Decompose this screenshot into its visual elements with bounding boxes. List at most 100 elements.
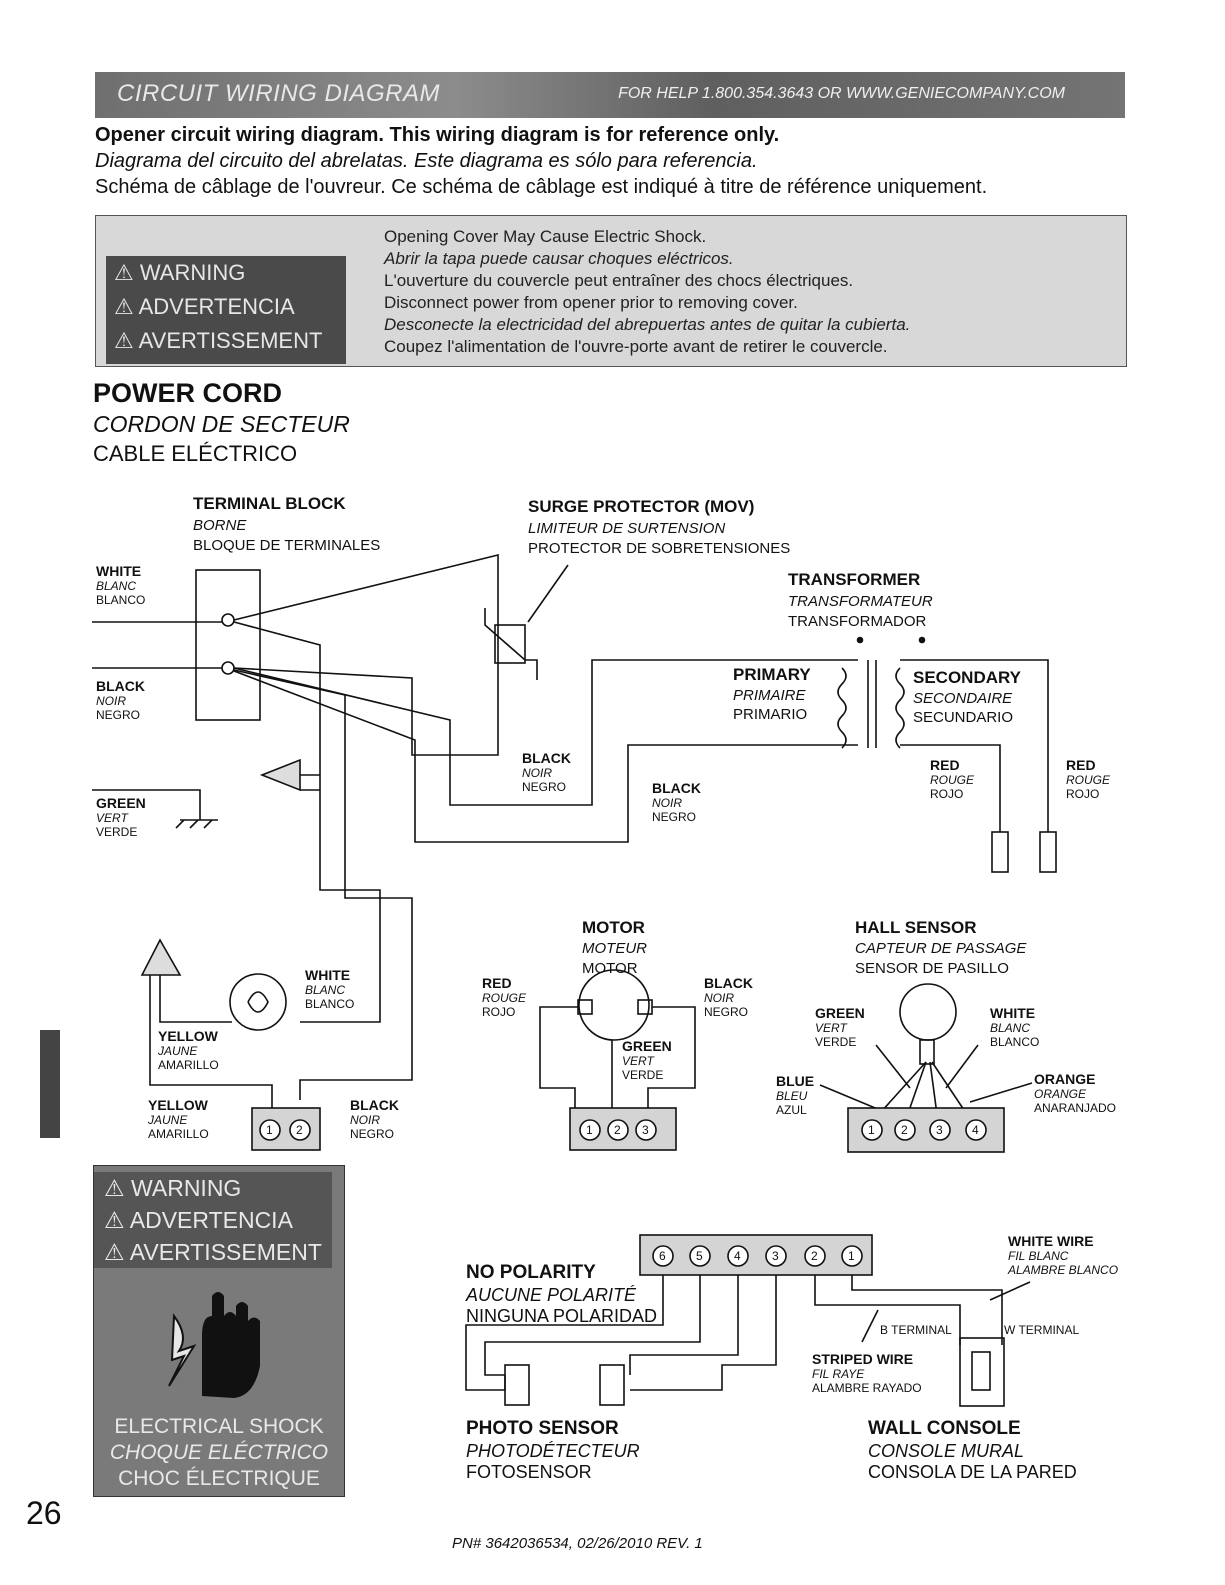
black-label-1-fr: NOIR xyxy=(522,766,552,780)
warning-line: Disconnect power from opener prior to re… xyxy=(384,293,798,312)
red-label-1: RED xyxy=(930,757,960,773)
warning-text: Opening Cover May Cause Electric Shock. … xyxy=(384,226,910,358)
hall-pin-2: 2 xyxy=(901,1123,908,1137)
banner-title: CIRCUIT WIRING DIAGRAM xyxy=(117,80,440,107)
hall-pin-3: 3 xyxy=(936,1123,943,1137)
green-wire-fr: VERT xyxy=(96,811,128,825)
shock-warning-label: ⚠ AVERTISSEMENT xyxy=(104,1239,322,1265)
warning-line: Abrir la tapa puede causar choques eléct… xyxy=(384,249,734,268)
warning-triangle-icon: ⚠ xyxy=(114,328,139,353)
motor-red-fr: ROUGE xyxy=(482,991,527,1005)
secondary-es: SECUNDARIO xyxy=(913,709,1014,726)
primary-fr: PRIMAIRE xyxy=(733,687,806,704)
motor-title: MOTOR xyxy=(582,918,645,937)
electric-hand-icon xyxy=(168,1292,260,1398)
striped-wire-title: STRIPED WIRE xyxy=(812,1351,914,1367)
black-label-1-es: NEGRO xyxy=(522,780,567,794)
black-label-2: BLACK xyxy=(652,780,701,796)
hall-orange-label: ORANGE xyxy=(1034,1071,1096,1087)
warning-line: L'ouverture du couvercle peut entraîner … xyxy=(384,271,854,290)
strip-pin-3: 3 xyxy=(772,1249,779,1263)
surge-es: PROTECTOR DE SOBRETENSIONES xyxy=(528,540,791,557)
black-label-2-fr: NOIR xyxy=(652,796,682,810)
hall-orange-es: ANARANJADO xyxy=(1034,1101,1117,1115)
white-wire-title-es: ALAMBRE BLANCO xyxy=(1008,1263,1119,1277)
surge-fr: LIMITEUR DE SURTENSION xyxy=(528,520,726,537)
warning-triangle-icon: ⚠ xyxy=(104,1175,132,1201)
light-white-es: BLANCO xyxy=(305,997,355,1011)
warning-triangle-icon: ⚠ xyxy=(114,260,140,285)
light-pin-1: 1 xyxy=(266,1123,273,1137)
photo-sensor-title: PHOTO SENSOR xyxy=(466,1418,619,1439)
b-terminal-label: B TERMINAL xyxy=(880,1323,952,1337)
white-wire-fr: BLANC xyxy=(96,579,137,593)
hall-white-label: WHITE xyxy=(990,1005,1036,1021)
connector-black-es: NEGRO xyxy=(350,1127,395,1141)
red-label-2: RED xyxy=(1066,757,1096,773)
connector-yellow-fr: JAUNE xyxy=(148,1113,188,1127)
secondary-title: SECONDARY xyxy=(913,668,1021,687)
hall-es: SENSOR DE PASILLO xyxy=(855,960,1009,977)
transformer-fr: TRANSFORMATEUR xyxy=(788,593,933,610)
red-label-1-es: ROJO xyxy=(930,787,964,801)
light-white-fr: BLANC xyxy=(305,983,346,997)
shock-warning-label: ⚠ WARNING xyxy=(104,1175,242,1201)
light-yellow-fr: JAUNE xyxy=(158,1044,198,1058)
motor-pin-2: 2 xyxy=(614,1123,621,1137)
strip-pin-1: 1 xyxy=(848,1249,855,1263)
black-wire-es: NEGRO xyxy=(96,708,141,722)
red-label-1-fr: ROUGE xyxy=(930,773,975,787)
hall-white-es: BLANCO xyxy=(990,1035,1040,1049)
no-polarity-fr: AUCUNE POLARITÉ xyxy=(466,1285,637,1305)
wall-console-fr: CONSOLE MURAL xyxy=(868,1441,1025,1461)
light-yellow-label: YELLOW xyxy=(158,1028,218,1044)
intro-en: Opener circuit wiring diagram. This wiri… xyxy=(95,124,780,146)
motor-es: MOTOR xyxy=(582,960,638,977)
motor-green-es: VERDE xyxy=(622,1068,664,1082)
side-tab-marker xyxy=(40,1030,60,1138)
page-number: 26 xyxy=(26,1495,62,1531)
red-label-2-fr: ROUGE xyxy=(1066,773,1111,787)
motor-green-fr: VERT xyxy=(622,1054,654,1068)
w-terminal-label: W TERMINAL xyxy=(1004,1323,1080,1337)
green-wire-es: VERDE xyxy=(96,825,138,839)
transformer-title: TRANSFORMER xyxy=(788,570,921,589)
photo-sensor-fr: PHOTODÉTECTEUR xyxy=(466,1441,640,1461)
hall-green-es: VERDE xyxy=(815,1035,857,1049)
hall-fr: CAPTEUR DE PASSAGE xyxy=(855,940,1027,957)
surge-title: SURGE PROTECTOR (MOV) xyxy=(528,497,755,516)
banner-help: FOR HELP 1.800.354.3643 OR WWW.GENIECOMP… xyxy=(618,85,1065,102)
motor-black-es: NEGRO xyxy=(704,1005,749,1019)
hall-pin-4: 4 xyxy=(972,1123,979,1137)
terminal-screw xyxy=(221,661,235,675)
transformer-es: TRANSFORMADOR xyxy=(788,613,927,630)
hall-blue-fr: BLEU xyxy=(776,1089,808,1103)
light-pin-2: 2 xyxy=(296,1123,303,1137)
motor-black-label: BLACK xyxy=(704,975,753,991)
power-cord-title: POWER CORD xyxy=(93,378,282,408)
hall-green-fr: VERT xyxy=(815,1021,847,1035)
motor-red-label: RED xyxy=(482,975,512,991)
green-wire-label: GREEN xyxy=(96,795,146,811)
black-label-2-es: NEGRO xyxy=(652,810,697,824)
footer-part-number: PN# 3642036534, 02/26/2010 REV. 1 xyxy=(452,1535,703,1552)
power-cord-es: CABLE ELÉCTRICO xyxy=(93,441,298,466)
secondary-fr: SECONDAIRE xyxy=(913,690,1013,707)
warning-triangle-icon: ⚠ xyxy=(104,1239,130,1265)
connector-black-fr: NOIR xyxy=(350,1113,380,1127)
shock-caption-en: ELECTRICAL SHOCK xyxy=(114,1415,324,1438)
warning-line: Desconecte la electricidad del abrepuert… xyxy=(384,315,911,334)
connector-yellow-label: YELLOW xyxy=(148,1097,208,1113)
terminal-block-es: BLOQUE DE TERMINALES xyxy=(193,537,381,554)
shock-caption-fr: CHOC ÉLECTRIQUE xyxy=(118,1467,320,1490)
intro-es: Diagrama del circuito del abrelatas. Est… xyxy=(95,150,758,172)
light-yellow-es: AMARILLO xyxy=(158,1058,219,1072)
hall-orange-fr: ORANGE xyxy=(1034,1087,1087,1101)
shock-warning-label: ⚠ ADVERTENCIA xyxy=(104,1207,293,1233)
black-wire-label: BLACK xyxy=(96,678,145,694)
motor-green-label: GREEN xyxy=(622,1038,672,1054)
terminal-block-fr: BORNE xyxy=(193,517,247,534)
motor-pin-1: 1 xyxy=(586,1123,593,1137)
terminal-block-shape xyxy=(195,569,261,721)
